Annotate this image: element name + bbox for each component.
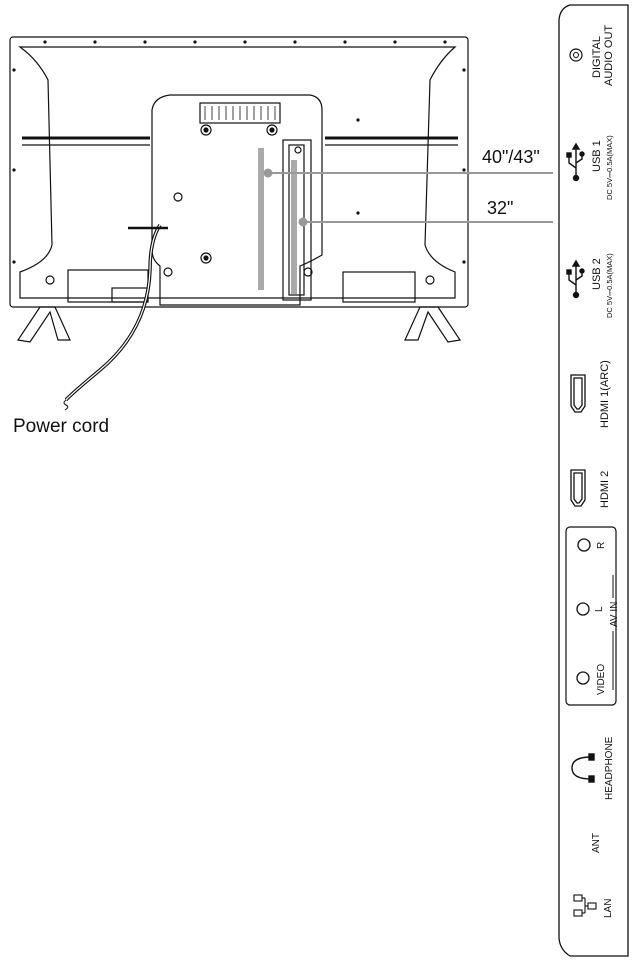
av-l-label: L [594, 606, 605, 612]
electronics-housing [151, 94, 323, 306]
tv-stand-left [16, 306, 71, 343]
hdmi-port-icon [570, 374, 586, 413]
headphone-port: HEADPHONE [571, 736, 615, 800]
side-io-panel [558, 4, 629, 957]
usb1-port: USB 1 DC 5V⎓0.5A(MAX) [566, 135, 614, 200]
ant-label: ANT [591, 833, 602, 853]
optical-audio-icon [569, 48, 583, 62]
digital-audio-port: DIGITAL AUDIO OUT [569, 25, 615, 86]
av-in-label: AV IN [609, 602, 620, 627]
marker-bar-32 [291, 160, 297, 294]
size-label-40-43: 40"/43" [482, 147, 540, 167]
side-io-strip [282, 139, 312, 301]
digital-audio-label-1: DIGITAL [591, 36, 603, 78]
video-label: VIDEO [596, 664, 607, 695]
mount-screws [163, 124, 313, 277]
lan-label: LAN [603, 899, 614, 918]
bottom-compartment-left [67, 269, 149, 303]
hdmi2-port: HDMI 2 [570, 469, 611, 508]
frame-screws [12, 40, 466, 264]
lan-icon [573, 894, 597, 917]
usb1-spec: DC 5V⎓0.5A(MAX) [605, 135, 614, 200]
usb1-label: USB 1 [591, 140, 603, 172]
power-cord-label: Power cord [13, 416, 109, 437]
callout-lines [263, 168, 553, 227]
bottom-compartment-right [342, 271, 416, 303]
hdmi1-label: HDMI 1(ARC) [599, 360, 611, 428]
usb2-label: USB 2 [591, 258, 603, 290]
lan-port: LAN [573, 894, 614, 918]
av-in-group: R L AV IN VIDEO [565, 526, 620, 706]
digital-audio-label-2: AUDIO OUT [603, 25, 615, 86]
power-cord [63, 224, 168, 411]
usb2-spec: DC 5V⎓0.5A(MAX) [605, 253, 614, 318]
usb2-port: USB 2 DC 5V⎓0.5A(MAX) [566, 253, 614, 318]
vent-grille [199, 102, 281, 124]
hdmi2-label: HDMI 2 [599, 471, 611, 508]
tv-back-shell [18, 46, 457, 299]
rca-jack-icon [576, 538, 591, 685]
headphone-label: HEADPHONE [604, 736, 615, 800]
usb-icon [566, 259, 585, 299]
hdmi1-port: HDMI 1(ARC) [570, 360, 611, 428]
av-r-label: R [596, 542, 607, 549]
size-label-32: 32" [487, 198, 513, 218]
av-in-box [565, 526, 617, 706]
usb-icon [566, 142, 585, 182]
tv-stand-right [404, 306, 462, 343]
headphone-icon [571, 753, 595, 783]
marker-bar-40-43 [258, 148, 264, 290]
hdmi-port-icon [570, 469, 586, 507]
